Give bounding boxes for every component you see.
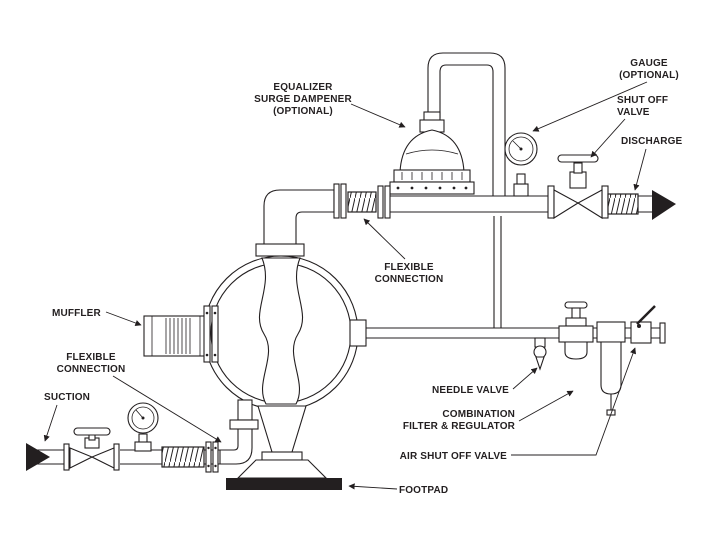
label-footpad: FOOTPAD — [399, 485, 448, 496]
discharge-shutoff-valve — [547, 154, 609, 219]
muffler-assembly — [143, 305, 219, 363]
pump-top-flange — [255, 243, 305, 257]
label-equalizer-line-3: (OPTIONAL) — [273, 106, 333, 117]
gauge-needle — [512, 140, 522, 150]
label-air-shutoff-valve: AIR SHUT OFF VALVE — [400, 451, 508, 462]
label-suction-line-1: SUCTION — [44, 392, 90, 403]
label-flex-top-line-2: CONNECTION — [375, 274, 444, 285]
label-equalizer-line-2: SURGE DAMPENER — [254, 94, 352, 105]
muffler-flange — [203, 305, 211, 363]
air-line-end-cap — [659, 322, 666, 344]
air-valve-body — [630, 321, 652, 344]
muffler-body — [143, 315, 209, 357]
label-flexible-connection-left: FLEXIBLE CONNECTION — [57, 352, 126, 375]
label-equalizer-line-1: EQUALIZER — [273, 82, 333, 93]
suction-shutoff-valve — [63, 427, 120, 471]
air-drop-pipe — [493, 216, 502, 328]
gauge-stem — [516, 173, 526, 185]
suction-gauge — [127, 402, 159, 452]
regulator-body — [558, 325, 594, 343]
flexible-connection-discharge — [607, 193, 639, 215]
label-shutoff-valve: SHUT OFF VALVE — [617, 95, 668, 118]
air-shutoff-leader — [511, 347, 637, 456]
surge-dampener-assembly — [389, 111, 475, 195]
dampener-flange-bolts — [396, 186, 468, 190]
footpad-leader — [348, 483, 398, 490]
label-combo-line-1: COMBINATION — [442, 409, 515, 420]
filter-bowl — [600, 341, 622, 395]
discharge-leader — [633, 148, 647, 191]
flexible-connection-suction — [161, 441, 219, 473]
top-loop-pipe — [427, 52, 506, 196]
label-flexible-connection-top: FLEXIBLE CONNECTION — [375, 262, 444, 285]
label-flex-left-line-1: FLEXIBLE — [66, 352, 116, 363]
pump-assembly — [203, 189, 367, 411]
pump-intake-elbow — [263, 189, 335, 245]
label-flex-top-line-1: FLEXIBLE — [384, 262, 434, 273]
label-shutoff-line-2: VALVE — [617, 107, 650, 118]
valve-body-left — [553, 189, 580, 219]
label-discharge: DISCHARGE — [621, 136, 683, 147]
valve-handwheel — [557, 154, 599, 163]
label-footpad-line-1: FOOTPAD — [399, 485, 448, 496]
discharge-gauge — [504, 132, 538, 197]
needle-leader — [512, 367, 538, 390]
pump-diaphragm-chamber — [259, 257, 303, 405]
filter-body — [596, 321, 626, 343]
muffler-flange-2 — [211, 305, 219, 363]
flex-left-leader — [112, 375, 222, 443]
label-air-shutoff-line-1: AIR SHUT OFF VALVE — [400, 451, 508, 462]
needle-valve — [533, 337, 547, 371]
footpad-base-plate — [226, 478, 342, 490]
gauge-leader — [532, 81, 648, 132]
muffler-leader — [105, 311, 142, 326]
discharge-flow-arrow — [652, 190, 676, 220]
label-suction: SUCTION — [44, 392, 90, 403]
suction-leader — [43, 404, 58, 442]
regulator-t-handle — [564, 301, 588, 309]
flexible-connection-top — [333, 183, 391, 219]
footpad-assembly — [226, 405, 342, 490]
valve-bonnet — [569, 171, 587, 189]
combo-leader — [518, 390, 574, 422]
suction-inlet-elbow — [219, 399, 259, 465]
suction-inlet-flange — [229, 419, 259, 430]
air-valve-lever — [636, 305, 656, 325]
label-needle-valve: NEEDLE VALVE — [432, 385, 509, 396]
regulator-bowl — [564, 341, 588, 360]
air-shutoff-valve — [630, 305, 656, 344]
equalizer-leader — [350, 103, 406, 128]
label-combination-filter: COMBINATION FILTER & REGULATOR — [403, 409, 516, 432]
label-combo-line-2: FILTER & REGULATOR — [403, 421, 516, 432]
label-flex-left-line-2: CONNECTION — [57, 364, 126, 375]
suction-valve-handwheel — [73, 427, 111, 436]
flex-top-leader — [363, 218, 406, 260]
valve-stem — [573, 162, 583, 174]
label-discharge-line-1: DISCHARGE — [621, 136, 683, 147]
label-shutoff-line-1: SHUT OFF — [617, 95, 668, 106]
label-gauge-line-1: GAUGE — [630, 58, 668, 69]
suction-flow-arrow — [26, 443, 50, 471]
muffler-flange-bolts — [205, 311, 217, 357]
air-filter — [596, 321, 626, 416]
dampener-base-flange — [389, 181, 475, 195]
valve-body-right — [576, 189, 603, 219]
shutoff-leader — [590, 118, 626, 158]
label-equalizer: EQUALIZER SURGE DAMPENER (OPTIONAL) — [254, 82, 352, 117]
label-muffler: MUFFLER — [52, 308, 101, 319]
label-muffler-line-1: MUFFLER — [52, 308, 101, 319]
suction-flange-bolts — [207, 446, 217, 468]
suction-gauge-needle — [135, 409, 144, 419]
gauge-fitting — [513, 183, 529, 197]
label-gauge-line-2: (OPTIONAL) — [619, 70, 679, 81]
label-needle-line-1: NEEDLE VALVE — [432, 385, 509, 396]
air-regulator — [558, 301, 594, 360]
pump-outlet-cone — [257, 405, 307, 453]
footpad-pedestal — [236, 459, 328, 479]
dampener-dome — [399, 129, 465, 173]
pump-air-inlet-fitting — [349, 319, 367, 347]
label-gauge: GAUGE (OPTIONAL) — [619, 58, 679, 81]
